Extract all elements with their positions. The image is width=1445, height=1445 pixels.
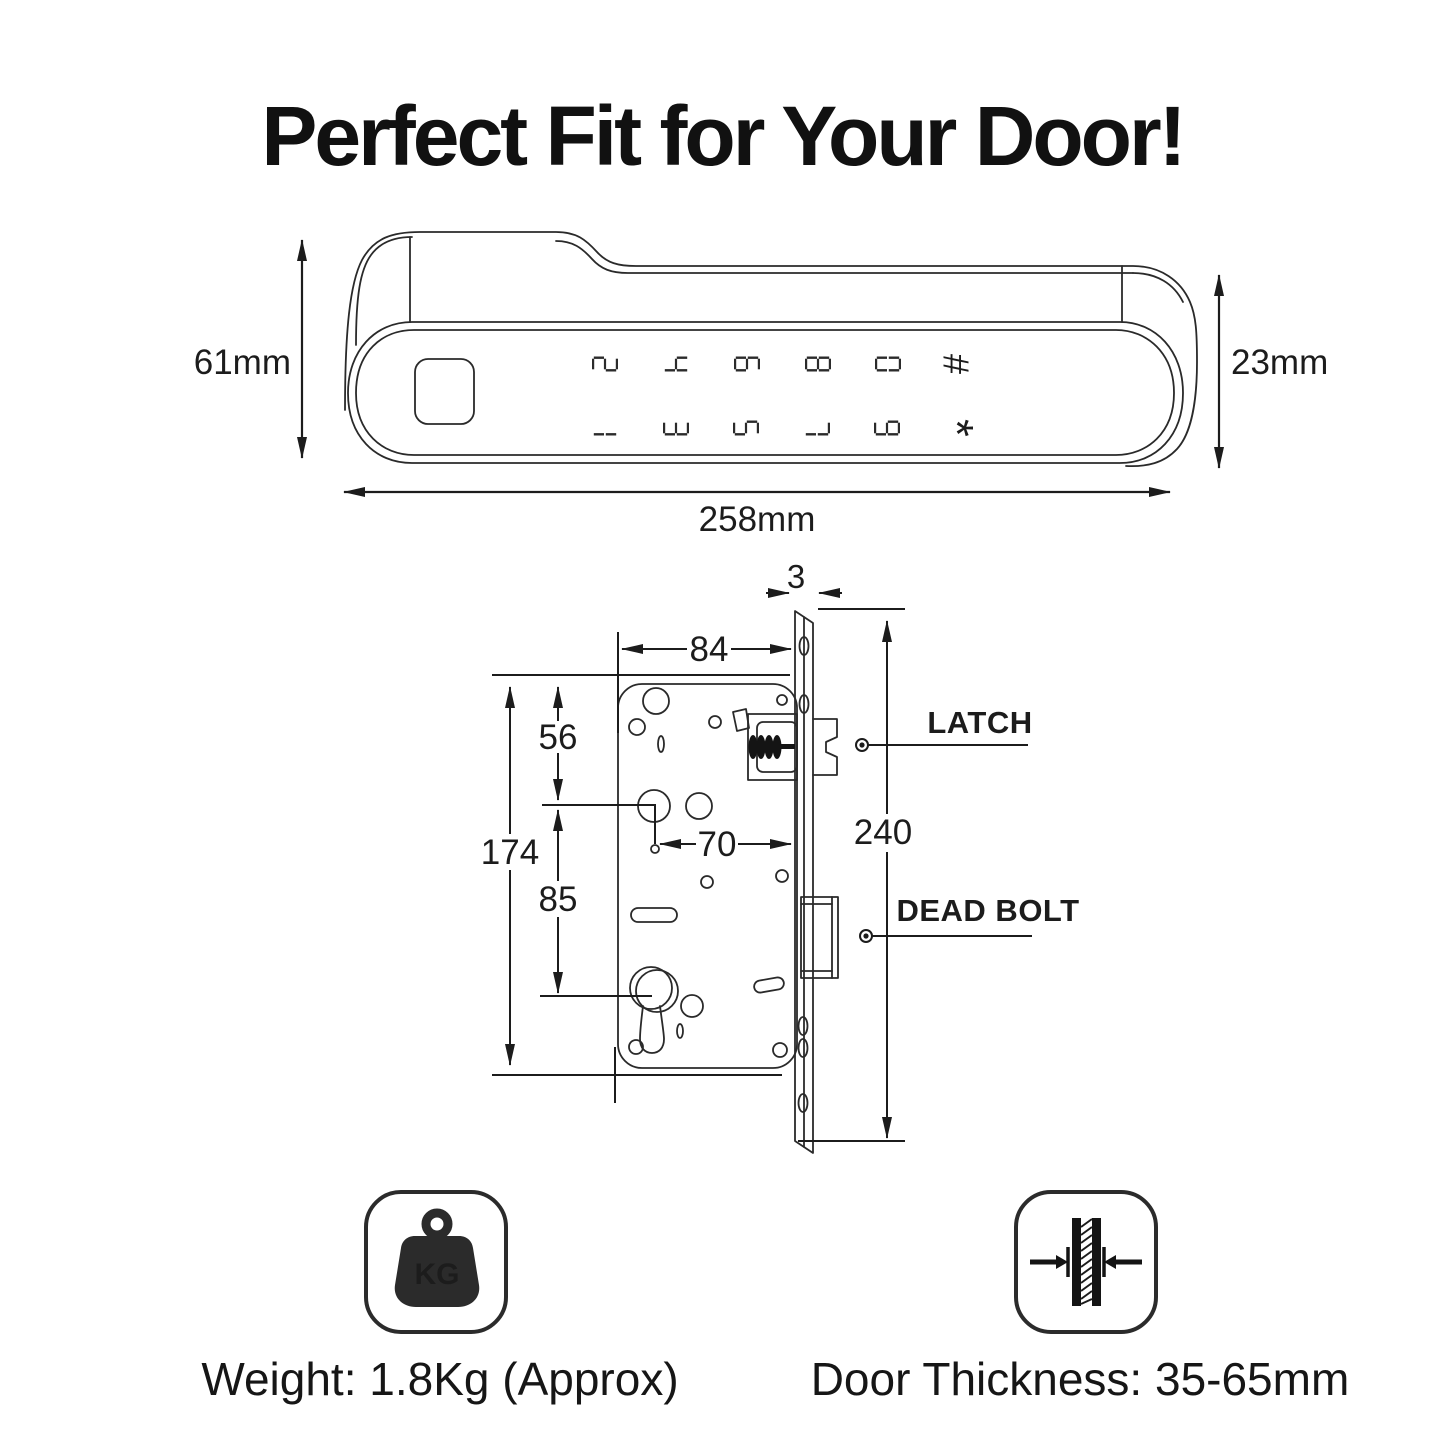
latch-spring bbox=[748, 735, 795, 759]
callout-dots bbox=[855, 738, 873, 943]
keypad-key-5 bbox=[733, 420, 759, 436]
door-thickness-icon bbox=[1014, 1190, 1158, 1334]
fingerprint-sensor-icon bbox=[414, 358, 475, 425]
lock-body-outline bbox=[617, 610, 839, 1154]
keypad-key-6 bbox=[734, 356, 760, 372]
keypad-key-4 bbox=[664, 356, 688, 372]
handle-width-dim: 258mm bbox=[699, 500, 816, 539]
keypad-key-0 bbox=[875, 356, 901, 372]
handle-body-outline bbox=[344, 231, 1198, 468]
keypad-key-7 bbox=[805, 422, 830, 436]
svg-text:#: # bbox=[936, 354, 977, 374]
latch-label: LATCH bbox=[927, 705, 1032, 740]
keypad-key-2 bbox=[592, 356, 618, 372]
svg-text:*: * bbox=[931, 419, 983, 437]
handle-drawing: #* 61mm 23mm 258mm bbox=[194, 231, 1328, 539]
handle-height-dim: 61mm bbox=[194, 343, 291, 382]
keypad: #* bbox=[592, 354, 983, 437]
dead-bolt-label: DEAD BOLT bbox=[896, 893, 1079, 928]
handle-dimensions bbox=[297, 239, 1224, 497]
mortise-lock-drawing: 174 56 85 84 70 240 3 LATCH DEAD BOLT bbox=[481, 558, 1079, 1154]
keypad-key-8 bbox=[805, 356, 831, 372]
weight-spec-label: Weight: 1.8Kg (Approx) bbox=[201, 1353, 679, 1405]
handle-side-height-dim: 23mm bbox=[1231, 343, 1328, 382]
keypad-key-1 bbox=[593, 433, 617, 436]
dim-faceplate-height: 240 bbox=[854, 813, 912, 852]
dim-body-height: 174 bbox=[481, 833, 539, 872]
keypad-key-9 bbox=[874, 420, 900, 436]
keypad-key-#: # bbox=[936, 354, 977, 374]
kg-weight-icon: KG bbox=[364, 1190, 508, 1334]
dim-top-to-spindle: 56 bbox=[539, 718, 578, 757]
lock-dimensions bbox=[492, 588, 1032, 1142]
dim-faceplate-thickness: 3 bbox=[787, 558, 805, 595]
keypad-key-3 bbox=[663, 422, 689, 436]
dim-body-width: 84 bbox=[690, 630, 729, 669]
dim-spindle-to-cylinder: 85 bbox=[539, 880, 578, 919]
door-thickness-spec-label: Door Thickness: 35-65mm bbox=[810, 1353, 1350, 1405]
page-title: Perfect Fit for Your Door! bbox=[261, 89, 1186, 183]
kg-icon-text: KG bbox=[415, 1258, 460, 1291]
dim-backset: 70 bbox=[698, 825, 737, 864]
keypad-key-*: * bbox=[931, 419, 983, 437]
